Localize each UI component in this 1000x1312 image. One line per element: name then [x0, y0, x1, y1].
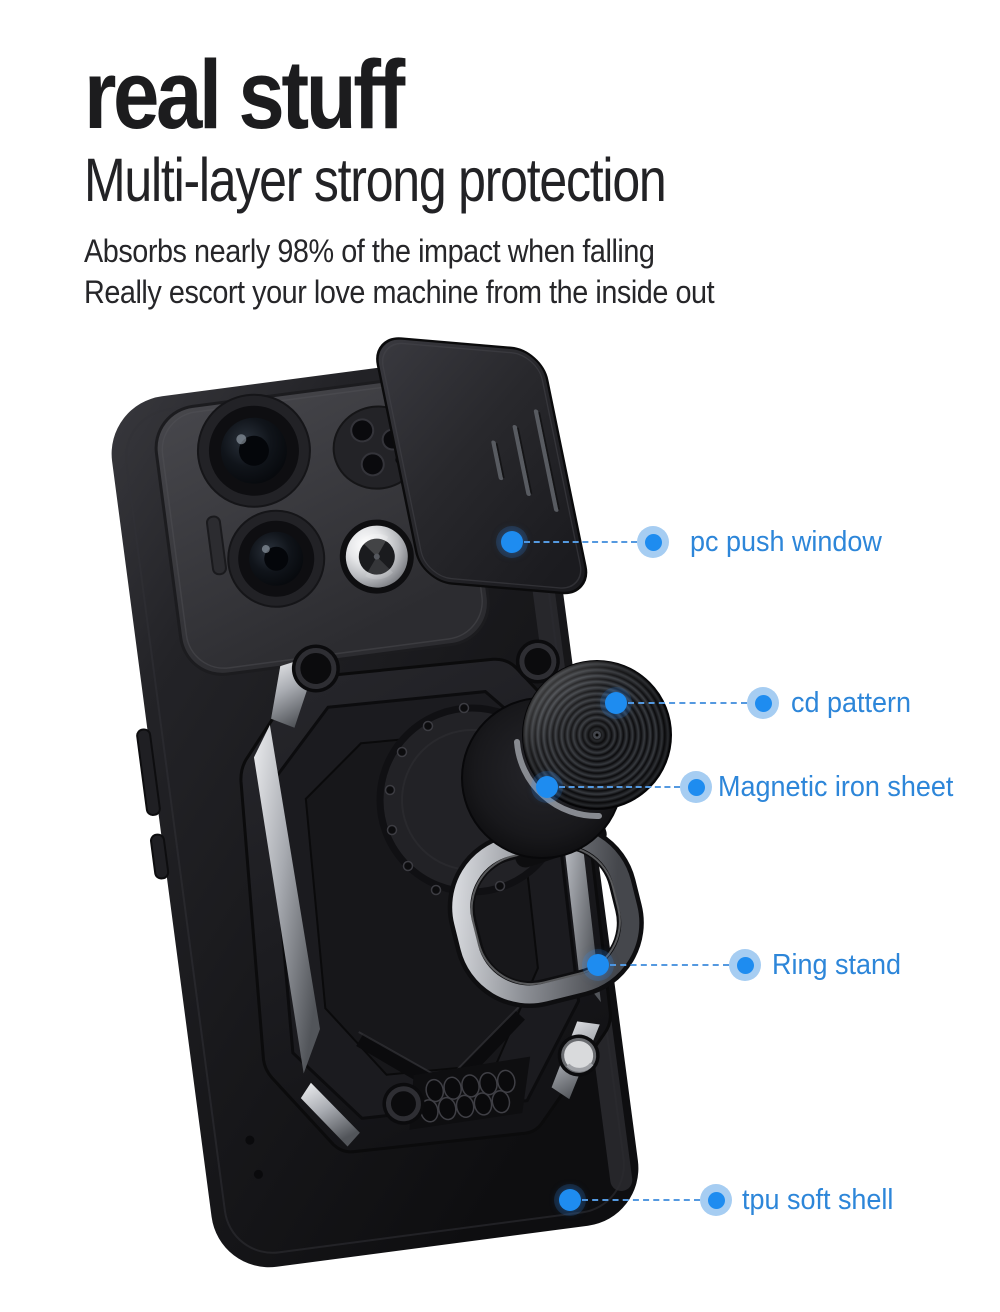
- page-title: real stuff: [84, 40, 405, 149]
- description-line-1: Absorbs nearly 98% of the impact when fa…: [84, 233, 655, 269]
- cd-pattern-disc: [522, 660, 672, 810]
- mic-hole: [253, 1169, 263, 1179]
- flash-chrome-ring: [339, 519, 414, 594]
- screw-hole: [382, 1082, 425, 1125]
- description-line-2: Really escort your love machine from the…: [84, 274, 715, 310]
- callout-marker-dot: [700, 1184, 732, 1216]
- mic-hole: [245, 1135, 255, 1145]
- armor-accent: [253, 724, 320, 1074]
- camera-plate-button: [205, 515, 227, 576]
- callout-marker-dot: [729, 949, 761, 981]
- callout-dash-line: [559, 786, 680, 788]
- callout-dash-line: [628, 702, 747, 704]
- callout-dash-line: [610, 964, 729, 966]
- callout-anchor-dot: [536, 776, 558, 798]
- camera-slide-cover: [376, 337, 588, 595]
- callout-marker-dot: [637, 526, 669, 558]
- page-description: Absorbs nearly 98% of the impact when fa…: [84, 231, 715, 313]
- callout-label: Ring stand: [772, 949, 901, 981]
- grip-lines-icon: [491, 409, 560, 512]
- callout-anchor-dot: [559, 1189, 581, 1211]
- callout-label: pc push window: [690, 526, 882, 558]
- callout-label: cd pattern: [791, 687, 911, 719]
- camera-lens-secondary: [227, 509, 326, 608]
- side-button: [150, 833, 170, 880]
- rivet-dots: [384, 702, 506, 896]
- callout-anchor-dot: [605, 692, 627, 714]
- screw-hole-metal: [557, 1034, 600, 1077]
- screw-hole: [291, 644, 340, 693]
- camera-lens-main: [196, 393, 311, 508]
- callout-anchor-dot: [587, 954, 609, 976]
- callout-marker-dot: [747, 687, 779, 719]
- callout-marker-dot: [680, 771, 712, 803]
- callout-dash-line: [582, 1199, 700, 1201]
- callout-label: tpu soft shell: [742, 1184, 894, 1216]
- callout-anchor-dot: [501, 531, 523, 553]
- honeycomb-texture: [409, 1056, 531, 1130]
- callout-dash-line: [524, 541, 637, 543]
- screw-hole: [515, 639, 560, 684]
- page-subtitle: Multi-layer strong protection: [84, 146, 667, 214]
- armor-accent: [300, 1082, 360, 1147]
- side-button: [136, 728, 161, 816]
- callout-label: Magnetic iron sheet: [718, 771, 954, 803]
